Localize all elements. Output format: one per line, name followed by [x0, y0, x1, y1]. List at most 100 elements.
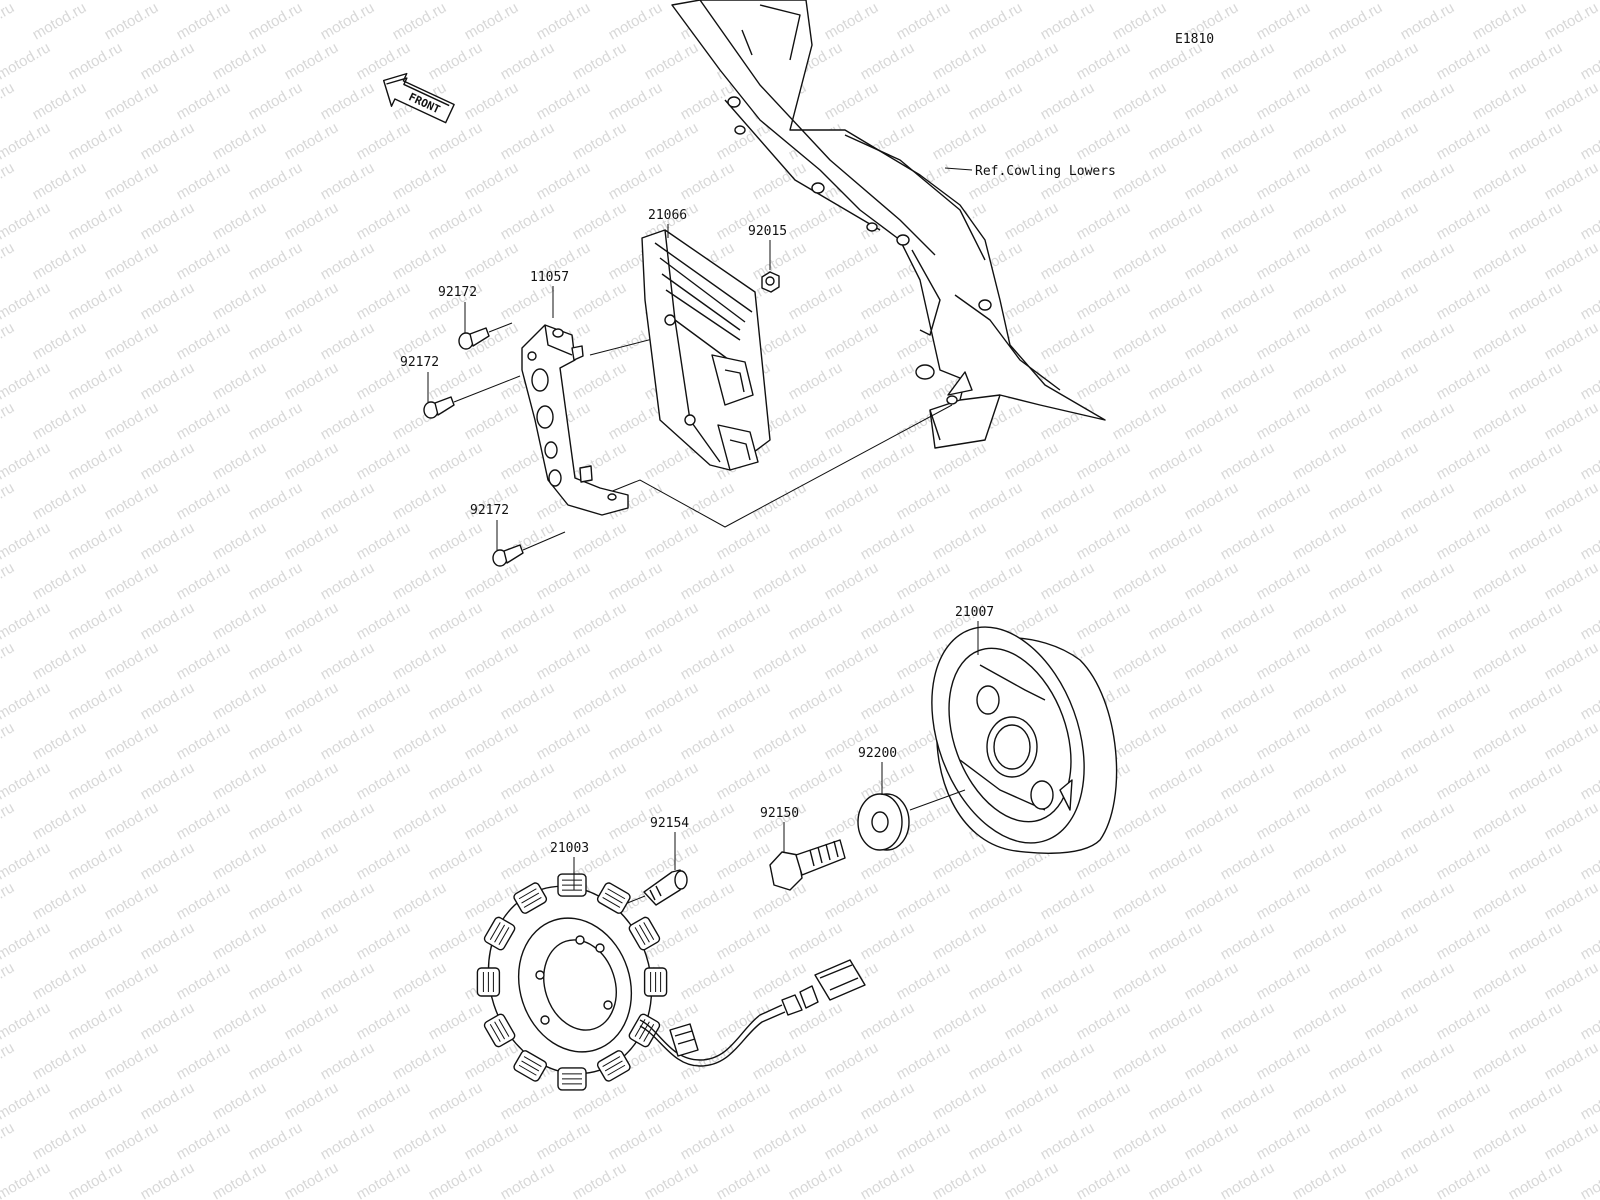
watermark-text: motod.ru [1398, 79, 1458, 123]
watermark-text: motod.ru [390, 879, 450, 923]
watermark-text: motod.ru [1470, 319, 1530, 363]
watermark-text: motod.ru [1434, 1079, 1494, 1123]
watermark-text: motod.ru [1146, 359, 1206, 403]
watermark-text: motod.ru [102, 559, 162, 603]
watermark-text: motod.ru [0, 199, 53, 243]
mount-leader-line [609, 404, 953, 528]
watermark-text: motod.ru [1434, 599, 1494, 643]
watermark-text: motod.ru [1506, 759, 1566, 803]
watermark-text: motod.ru [1542, 879, 1600, 923]
watermark-text: motod.ru [30, 1039, 90, 1083]
watermark-text: motod.ru [174, 1039, 234, 1083]
watermark-text: motod.ru [714, 919, 774, 963]
watermark-text: motod.ru [210, 439, 270, 483]
watermark-text: motod.ru [966, 879, 1026, 923]
watermark-text: motod.ru [822, 479, 882, 523]
watermark-text: motod.ru [1218, 1079, 1278, 1123]
watermark-text: motod.ru [1146, 839, 1206, 883]
watermark-text: motod.ru [1110, 399, 1170, 443]
watermark-text: motod.ru [138, 119, 198, 163]
watermark-text: motod.ru [498, 839, 558, 883]
watermark-text: motod.ru [1506, 839, 1566, 883]
watermark-text: motod.ru [498, 599, 558, 643]
watermark-text: motod.ru [1506, 279, 1566, 323]
watermark-text: motod.ru [426, 679, 486, 723]
watermark-text: motod.ru [858, 519, 918, 563]
stator-winding-line [607, 888, 626, 900]
watermark-text: motod.ru [1182, 559, 1242, 603]
watermark-text: motod.ru [1290, 679, 1350, 723]
watermark-text: motod.ru [1506, 519, 1566, 563]
watermark-text: motod.ru [1362, 359, 1422, 403]
watermark-text: motod.ru [0, 0, 17, 43]
watermark-text: motod.ru [1218, 519, 1278, 563]
watermark-text: motod.ru [642, 759, 702, 803]
watermark-text: motod.ru [1290, 519, 1350, 563]
watermark-text: motod.ru [1326, 0, 1386, 43]
watermark-text: motod.ru [1074, 119, 1134, 163]
watermark-text: motod.ru [1362, 1159, 1422, 1200]
watermark-text: motod.ru [210, 919, 270, 963]
watermark-text: motod.ru [318, 959, 378, 1003]
watermark-text: motod.ru [1110, 79, 1170, 123]
watermark-text: motod.ru [0, 1079, 53, 1123]
watermark-text: motod.ru [786, 439, 846, 483]
watermark-text: motod.ru [246, 399, 306, 443]
watermark-text: motod.ru [534, 159, 594, 203]
watermark-text: motod.ru [1182, 79, 1242, 123]
stator-winding-line [607, 1064, 626, 1076]
watermark-text: motod.ru [426, 839, 486, 883]
watermark-text: motod.ru [282, 919, 342, 963]
watermark-text: motod.ru [642, 1159, 702, 1200]
watermark-text: motod.ru [174, 399, 234, 443]
watermark-text: motod.ru [606, 559, 666, 603]
watermark-text: motod.ru [714, 1079, 774, 1123]
watermark-text: motod.ru [1542, 399, 1600, 443]
watermark-text: motod.ru [0, 719, 17, 763]
watermark-text: motod.ru [0, 799, 17, 843]
watermark-text: motod.ru [1398, 319, 1458, 363]
watermark-text: motod.ru [210, 39, 270, 83]
watermark-text: motod.ru [1398, 0, 1458, 43]
watermark-text: motod.ru [1218, 999, 1278, 1043]
watermark-text: motod.ru [138, 999, 198, 1043]
watermark-text: motod.ru [966, 559, 1026, 603]
watermark-text: motod.ru [102, 959, 162, 1003]
watermark-text: motod.ru [498, 199, 558, 243]
watermark-text: motod.ru [210, 599, 270, 643]
bolt-92150 [769, 839, 846, 891]
watermark-text: motod.ru [1542, 239, 1600, 283]
watermark-text: motod.ru [426, 759, 486, 803]
watermark-text: motod.ru [318, 559, 378, 603]
watermark-text: motod.ru [282, 1159, 342, 1200]
watermark-text: motod.ru [138, 519, 198, 563]
watermark-text: motod.ru [1506, 119, 1566, 163]
watermark-text: motod.ru [426, 1159, 486, 1200]
watermark-text: motod.ru [0, 279, 53, 323]
watermark-text: motod.ru [1578, 999, 1600, 1043]
watermark-text: motod.ru [1578, 519, 1600, 563]
watermark-text: motod.ru [1578, 599, 1600, 643]
watermark-text: motod.ru [786, 279, 846, 323]
callout-92172-bottom: 92172 [470, 503, 509, 518]
watermark-text: motod.ru [1326, 479, 1386, 523]
watermark-text: motod.ru [534, 799, 594, 843]
watermark-text: motod.ru [138, 279, 198, 323]
watermark-text: motod.ru [786, 1159, 846, 1200]
watermark-text: motod.ru [858, 279, 918, 323]
watermark-text: motod.ru [0, 759, 53, 803]
watermark-text: motod.ru [318, 159, 378, 203]
watermark-text: motod.ru [534, 79, 594, 123]
stator-winding-line [498, 927, 510, 945]
watermark-text: motod.ru [1326, 239, 1386, 283]
watermark-text: motod.ru [1362, 39, 1422, 83]
watermark-text: motod.ru [30, 879, 90, 923]
watermark-text: motod.ru [1398, 399, 1458, 443]
watermark-text: motod.ru [1002, 119, 1062, 163]
watermark-text: motod.ru [858, 1159, 918, 1200]
watermark-text: motod.ru [138, 759, 198, 803]
watermark-text: motod.ru [0, 919, 53, 963]
watermark-text: motod.ru [1290, 759, 1350, 803]
watermark-text: motod.ru [714, 119, 774, 163]
watermark-text: motod.ru [642, 119, 702, 163]
